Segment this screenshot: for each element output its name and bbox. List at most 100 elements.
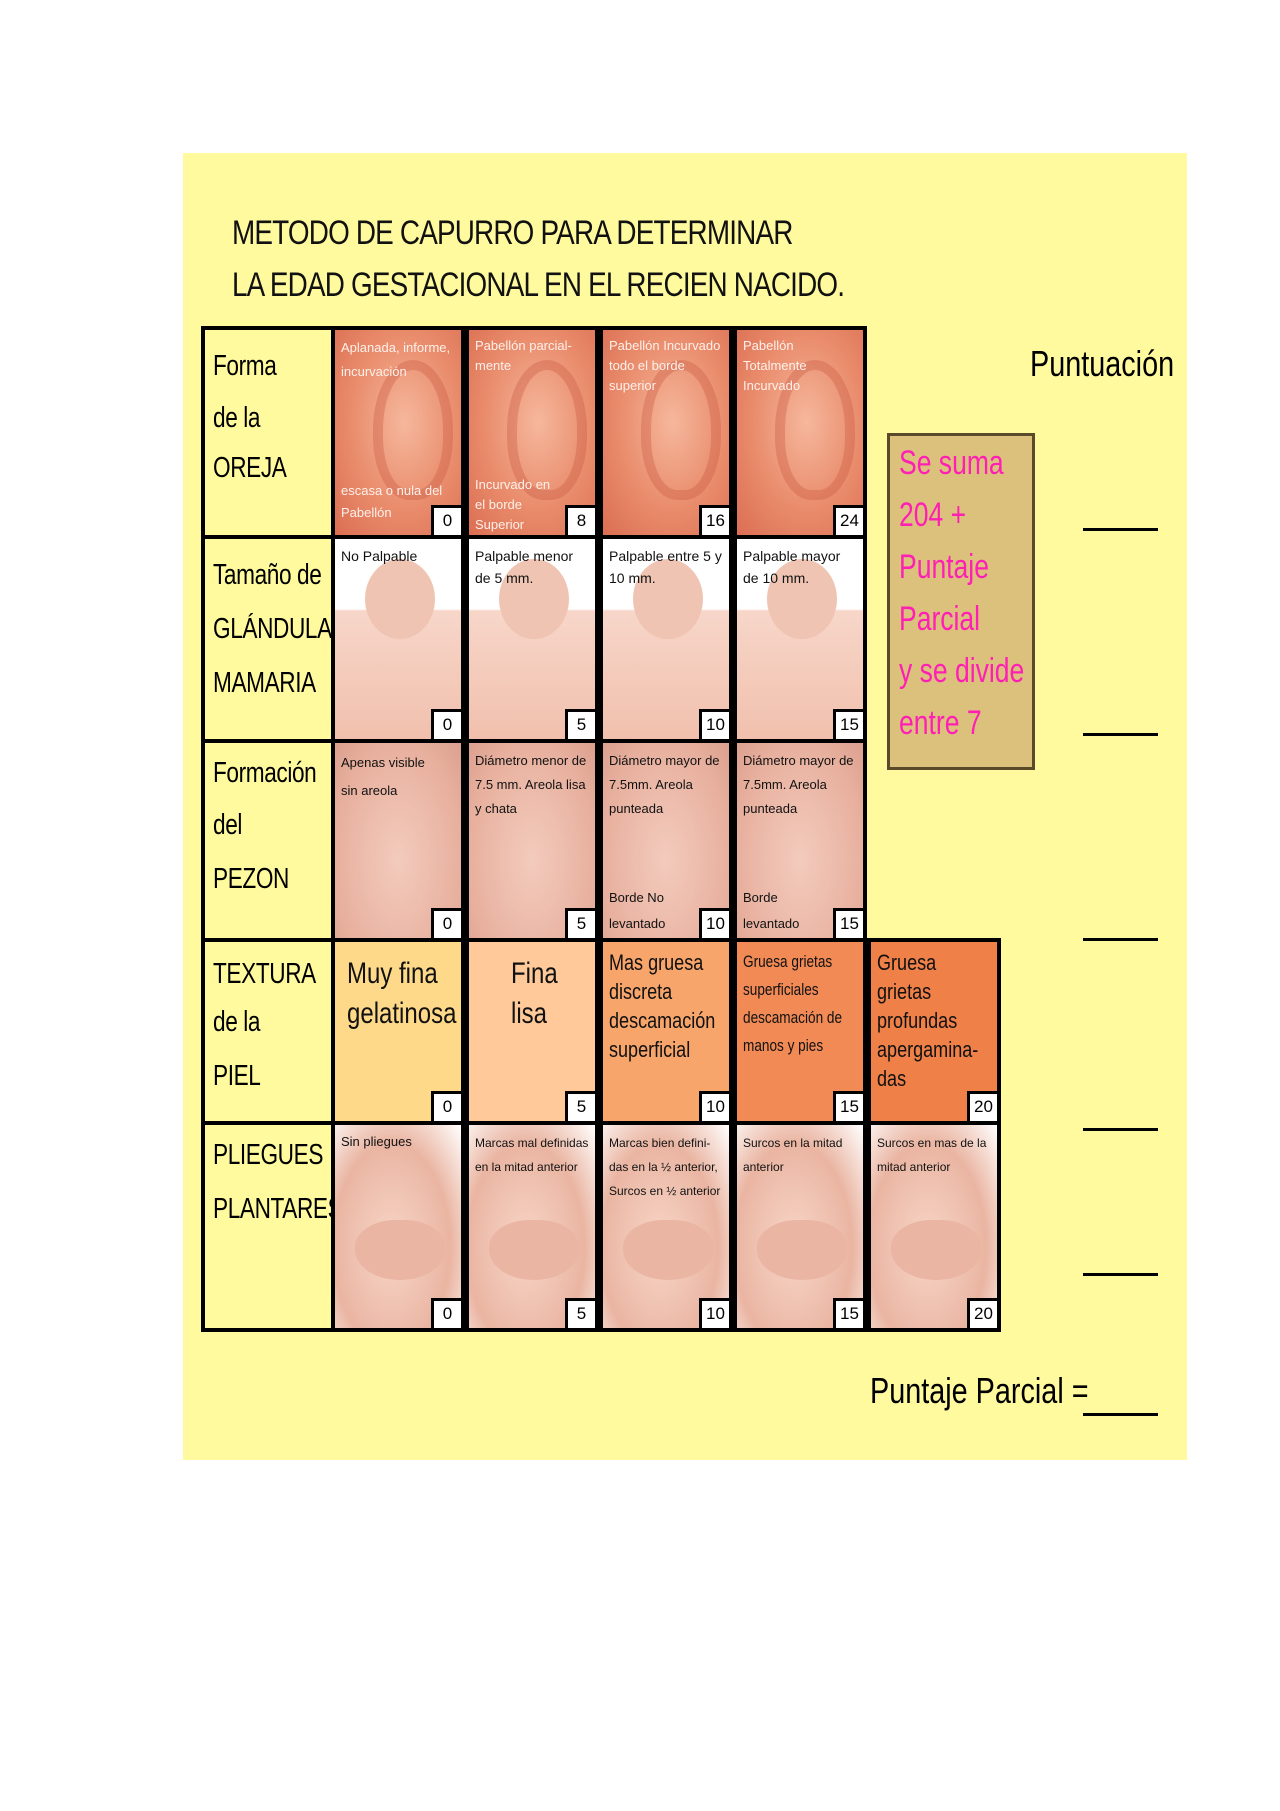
note-line: y se divide [899, 652, 1025, 690]
puntuacion-header: Puntuación [1030, 343, 1175, 384]
row-label-glandula: Tamaño de GLÁNDULA MAMARIA [201, 535, 335, 743]
row-label-line: TEXTURA [213, 958, 316, 990]
score-box: 0 [431, 908, 461, 938]
score-blank-pliegues[interactable] [1083, 1273, 1158, 1276]
baby-illustration-icon [365, 559, 435, 639]
cell-text: Muy fina gelatinosa [347, 957, 457, 1030]
note-line: 204 + [899, 496, 967, 534]
baby-illustration-icon [633, 559, 703, 639]
cell-piel-3: Gruesa grietas superficiales descamación… [733, 938, 867, 1125]
cell-text: Palpable mayor de 10 mm. [743, 548, 841, 586]
score-box: 10 [699, 1091, 729, 1121]
score-box: 8 [565, 505, 595, 535]
cell-glandula-3: Palpable mayor de 10 mm. 15 [733, 535, 867, 743]
cell-text: Gruesa grietas superficiales descamación… [743, 952, 843, 1055]
cell-pezon-3: Diámetro mayor de 7.5mm. Areola punteada… [733, 739, 867, 942]
row-label-line: GLÁNDULA [213, 613, 332, 645]
cell-text: No Palpable [341, 548, 418, 564]
cell-oreja-1: Pabellón parcial-mente Incurvado en el b… [465, 326, 599, 539]
cell-text: Palpable menor de 5 mm. [475, 548, 574, 586]
instruction-note: Se suma 204 + Puntaje Parcial y se divid… [887, 433, 1035, 770]
score-box: 15 [833, 1298, 863, 1328]
row-label-line: Tamaño de [213, 559, 322, 591]
foot-illustration-icon [891, 1220, 981, 1280]
score-blank-oreja[interactable] [1083, 528, 1158, 531]
cell-oreja-2: Pabellón Incurvado todo el borde superio… [599, 326, 733, 539]
score-box: 10 [699, 908, 729, 938]
cell-glandula-2: Palpable entre 5 y 10 mm. 10 [599, 535, 733, 743]
title-line-2: LA EDAD GESTACIONAL EN EL RECIEN NACIDO. [232, 266, 845, 304]
score-box: 24 [833, 505, 863, 535]
cell-piel-4: Gruesa grietas profundas apergamina-das … [867, 938, 1001, 1125]
row-label-line: Formación [213, 757, 317, 789]
score-box: 10 [699, 709, 729, 739]
cell-piel-0: Muy fina gelatinosa 0 [331, 938, 465, 1125]
score-box: 0 [431, 505, 461, 535]
score-box: 16 [699, 505, 729, 535]
row-label-line: del [213, 809, 243, 841]
cell-piel-2: Mas gruesa discreta descamación superfic… [599, 938, 733, 1125]
row-label-line: PEZON [213, 863, 289, 895]
cell-pliegues-4: Surcos en mas de la mitad anterior 20 [867, 1121, 1001, 1332]
score-box: 5 [565, 908, 595, 938]
foot-illustration-icon [623, 1220, 713, 1280]
cell-text: Gruesa grietas profundas apergamina-das [877, 950, 979, 1091]
row-label-line: OREJA [213, 452, 287, 484]
score-box: 15 [833, 709, 863, 739]
cell-pliegues-0: Sin pliegues 0 [331, 1121, 465, 1332]
row-label-line: Forma [213, 350, 277, 382]
row-label-pliegues: PLIEGUES PLANTARES [201, 1121, 343, 1332]
score-box: 15 [833, 1091, 863, 1121]
cell-pliegues-3: Surcos en la mitad anterior 15 [733, 1121, 867, 1332]
title-line-1: METODO DE CAPURRO PARA DETERMINAR [232, 214, 793, 252]
cell-pezon-0: Apenas visible sin areola 0 [331, 739, 465, 942]
ear-illustration-icon [373, 360, 453, 500]
cell-text: Surcos en mas de la mitad anterior [877, 1136, 987, 1174]
cell-text: Marcas mal definidas en la mitad anterio… [475, 1136, 589, 1174]
cell-pezon-2: Diámetro mayor de 7.5mm. Areola punteada… [599, 739, 733, 942]
score-box: 0 [431, 1091, 461, 1121]
cell-text: Pabellón Incurvado todo el borde superio… [609, 338, 721, 393]
cell-text-bottom: Borde No levantado [609, 890, 666, 931]
cell-glandula-0: No Palpable 0 [331, 535, 465, 743]
cell-text: Surcos en la mitad anterior [743, 1136, 843, 1174]
row-label-line: de la [213, 402, 261, 434]
foot-illustration-icon [757, 1220, 847, 1280]
baby-illustration-icon [499, 559, 569, 639]
score-box: 5 [565, 709, 595, 739]
cell-pezon-1: Diámetro menor de 7.5 mm. Areola lisa y … [465, 739, 599, 942]
foot-illustration-icon [355, 1220, 445, 1280]
cell-text: Diámetro mayor de 7.5mm. Areola punteada [609, 753, 720, 816]
cell-text: Fina lisa [511, 957, 558, 1030]
row-label-line: PLANTARES [213, 1193, 343, 1225]
puntaje-parcial-blank[interactable] [1083, 1413, 1158, 1416]
foot-illustration-icon [489, 1220, 579, 1280]
cell-text: Sin pliegues [341, 1134, 412, 1149]
ear-illustration-icon [507, 360, 587, 500]
score-box: 15 [833, 908, 863, 938]
cell-text: Pabellón Totalmente Incurvado [743, 338, 807, 393]
cell-text-bottom: Incurvado en el borde Superior [475, 477, 551, 532]
note-line: entre 7 [899, 704, 982, 742]
row-label-line: de la [213, 1006, 261, 1038]
cell-piel-1: Fina lisa 5 [465, 938, 599, 1125]
cell-text: Marcas bien defini-das en la ½ anterior,… [609, 1136, 721, 1198]
row-label-line: PLIEGUES [213, 1139, 324, 1171]
score-blank-pezon[interactable] [1083, 938, 1158, 941]
cell-pliegues-2: Marcas bien defini-das en la ½ anterior,… [599, 1121, 733, 1332]
cell-text: Diámetro menor de 7.5 mm. Areola lisa y … [475, 753, 587, 816]
cell-glandula-1: Palpable menor de 5 mm. 5 [465, 535, 599, 743]
cell-text: Palpable entre 5 y 10 mm. [609, 548, 722, 586]
ear-illustration-icon [641, 360, 721, 500]
cell-oreja-0: Aplanada, informe, incurvación escasa o … [331, 326, 465, 539]
cell-pliegues-1: Marcas mal definidas en la mitad anterio… [465, 1121, 599, 1332]
score-box: 20 [967, 1091, 997, 1121]
score-box: 10 [699, 1298, 729, 1328]
row-label-piel: TEXTURA de la PIEL [201, 938, 335, 1125]
score-box: 5 [565, 1298, 595, 1328]
score-blank-glandula[interactable] [1083, 733, 1158, 736]
cell-text-bottom: escasa o nula del Pabellón [341, 483, 443, 520]
cell-text-bottom: Borde levantado [743, 890, 800, 931]
score-blank-piel[interactable] [1083, 1128, 1158, 1131]
baby-illustration-icon [767, 559, 837, 639]
